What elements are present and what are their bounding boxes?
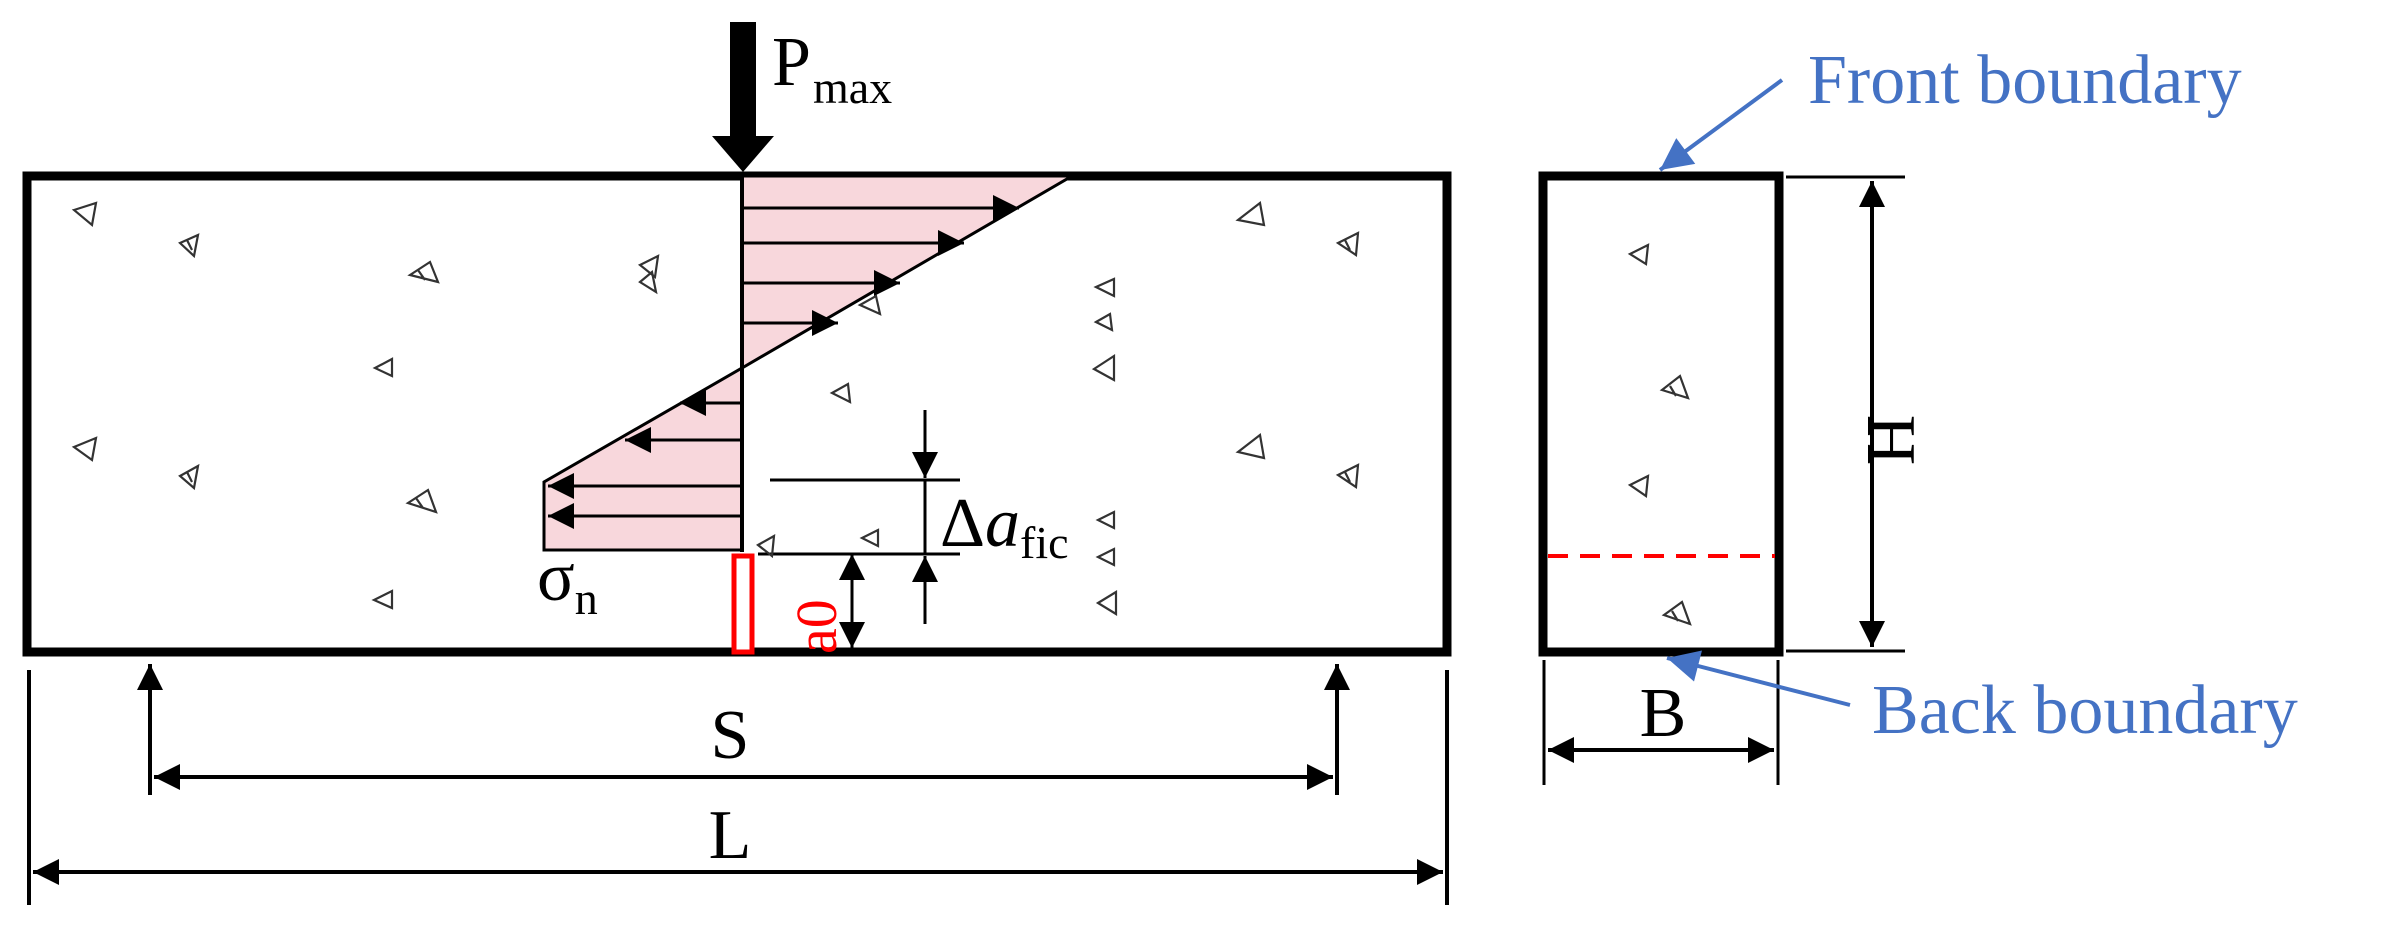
- cross-section-body: [1538, 171, 1784, 657]
- length-label: L: [709, 797, 752, 874]
- back-boundary-pointer: [1666, 650, 1851, 707]
- initial-crack: [731, 553, 755, 655]
- front-boundary-pointer: [1658, 78, 1784, 172]
- aggregate-triangle-icon: [71, 201, 1360, 616]
- span-label: S: [711, 697, 750, 774]
- load-arrow-icon: [712, 22, 774, 172]
- compressive-stress-region: [542, 365, 744, 552]
- height-label: H: [1852, 415, 1929, 466]
- load-label: Pmax: [772, 24, 892, 113]
- width-label: B: [1640, 675, 1687, 752]
- aggregate-triangle-icon: [1627, 243, 1692, 626]
- back-boundary-label: Back boundary: [1872, 672, 2298, 749]
- stress-label: σn: [537, 539, 598, 624]
- fic-label: Δafic: [940, 485, 1069, 568]
- front-boundary-label: Front boundary: [1808, 42, 2242, 119]
- initial-crack-label: a0: [784, 599, 849, 654]
- stress-arrows: [548, 195, 1019, 529]
- tensile-stress-region: [740, 174, 1078, 371]
